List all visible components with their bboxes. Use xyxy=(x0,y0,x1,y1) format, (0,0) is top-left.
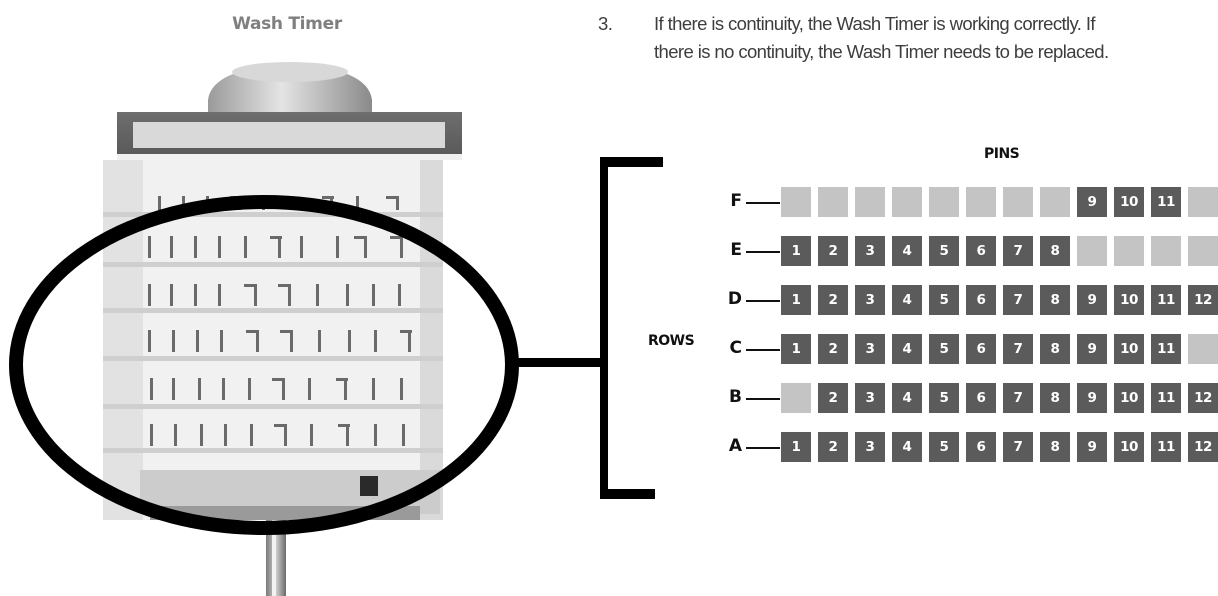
pin-a-2: 2 xyxy=(818,432,848,462)
row-connector xyxy=(746,251,780,253)
row-label-f: F xyxy=(730,191,742,211)
row-connector xyxy=(746,398,780,400)
pin-a-10: 10 xyxy=(1114,432,1144,462)
pin-a-11: 11 xyxy=(1151,432,1181,462)
pin-d-12: 12 xyxy=(1188,285,1218,315)
pin-empty xyxy=(818,187,848,217)
pin-b-8: 8 xyxy=(1040,383,1070,413)
pin-f-11: 11 xyxy=(1151,187,1181,217)
pin-a-12: 12 xyxy=(1188,432,1218,462)
pin-a-1: 1 xyxy=(781,432,811,462)
pin-c-2: 2 xyxy=(818,334,848,364)
pin-empty xyxy=(781,383,811,413)
pin-e-8: 8 xyxy=(1040,236,1070,266)
pin-c-4: 4 xyxy=(892,334,922,364)
photo-caption: Wash Timer xyxy=(232,14,342,34)
pin-empty xyxy=(1188,187,1218,217)
pin-d-2: 2 xyxy=(818,285,848,315)
pin-b-3: 3 xyxy=(855,383,885,413)
wash-timer-photo xyxy=(9,62,600,596)
pin-b-12: 12 xyxy=(1188,383,1218,413)
pin-b-6: 6 xyxy=(966,383,996,413)
pin-f-9: 9 xyxy=(1077,187,1107,217)
pin-a-3: 3 xyxy=(855,432,885,462)
row-connector xyxy=(746,349,780,351)
pin-c-10: 10 xyxy=(1114,334,1144,364)
step-text-line-1: If there is continuity, the Wash Timer i… xyxy=(654,13,1096,34)
pin-c-11: 11 xyxy=(1151,334,1181,364)
pin-d-8: 8 xyxy=(1040,285,1070,315)
pin-f-10: 10 xyxy=(1114,187,1144,217)
pin-d-11: 11 xyxy=(1151,285,1181,315)
pin-a-9: 9 xyxy=(1077,432,1107,462)
row-label-b: B xyxy=(729,387,742,407)
pin-a-5: 5 xyxy=(929,432,959,462)
pin-empty xyxy=(929,187,959,217)
timer-contact-rows xyxy=(103,196,443,453)
row-connector xyxy=(746,202,780,204)
pin-empty xyxy=(1040,187,1070,217)
pin-empty xyxy=(1077,236,1107,266)
pin-e-6: 6 xyxy=(966,236,996,266)
pin-a-4: 4 xyxy=(892,432,922,462)
pin-c-7: 7 xyxy=(1003,334,1033,364)
pin-empty xyxy=(966,187,996,217)
pin-a-6: 6 xyxy=(966,432,996,462)
pin-a-8: 8 xyxy=(1040,432,1070,462)
pin-empty xyxy=(1003,187,1033,217)
pin-b-2: 2 xyxy=(818,383,848,413)
pin-e-7: 7 xyxy=(1003,236,1033,266)
pin-d-7: 7 xyxy=(1003,285,1033,315)
step-text-line-2: there is no continuity, the Wash Timer n… xyxy=(654,41,1109,62)
pin-c-8: 8 xyxy=(1040,334,1070,364)
pin-empty xyxy=(1188,236,1218,266)
pin-empty xyxy=(892,187,922,217)
pin-b-11: 11 xyxy=(1151,383,1181,413)
pin-d-6: 6 xyxy=(966,285,996,315)
pin-empty xyxy=(1151,236,1181,266)
pin-c-1: 1 xyxy=(781,334,811,364)
pin-b-5: 5 xyxy=(929,383,959,413)
pin-e-2: 2 xyxy=(818,236,848,266)
pin-d-1: 1 xyxy=(781,285,811,315)
pin-d-9: 9 xyxy=(1077,285,1107,315)
pin-a-7: 7 xyxy=(1003,432,1033,462)
pin-empty xyxy=(1114,236,1144,266)
pin-d-3: 3 xyxy=(855,285,885,315)
row-label-e: E xyxy=(730,240,742,260)
pin-empty xyxy=(1188,334,1218,364)
step-number: 3. xyxy=(598,13,613,34)
pin-b-7: 7 xyxy=(1003,383,1033,413)
row-label-c: C xyxy=(729,338,742,358)
pin-e-1: 1 xyxy=(781,236,811,266)
row-label-d: D xyxy=(727,289,742,309)
row-connector xyxy=(746,447,780,449)
bracket xyxy=(590,157,663,499)
pin-e-3: 3 xyxy=(855,236,885,266)
pin-c-6: 6 xyxy=(966,334,996,364)
pin-c-9: 9 xyxy=(1077,334,1107,364)
pin-b-9: 9 xyxy=(1077,383,1107,413)
pin-b-10: 10 xyxy=(1114,383,1144,413)
pin-d-4: 4 xyxy=(892,285,922,315)
row-label-a: A xyxy=(728,436,742,456)
pin-b-4: 4 xyxy=(892,383,922,413)
row-connector xyxy=(746,300,780,302)
pin-c-3: 3 xyxy=(855,334,885,364)
pin-c-5: 5 xyxy=(929,334,959,364)
rows-title: ROWS xyxy=(648,333,695,349)
pin-d-5: 5 xyxy=(929,285,959,315)
pin-d-10: 10 xyxy=(1114,285,1144,315)
pin-empty xyxy=(855,187,885,217)
pin-e-5: 5 xyxy=(929,236,959,266)
timer-knob xyxy=(208,62,372,116)
pin-empty xyxy=(781,187,811,217)
pin-e-4: 4 xyxy=(892,236,922,266)
pins-title: PINS xyxy=(984,146,1020,162)
